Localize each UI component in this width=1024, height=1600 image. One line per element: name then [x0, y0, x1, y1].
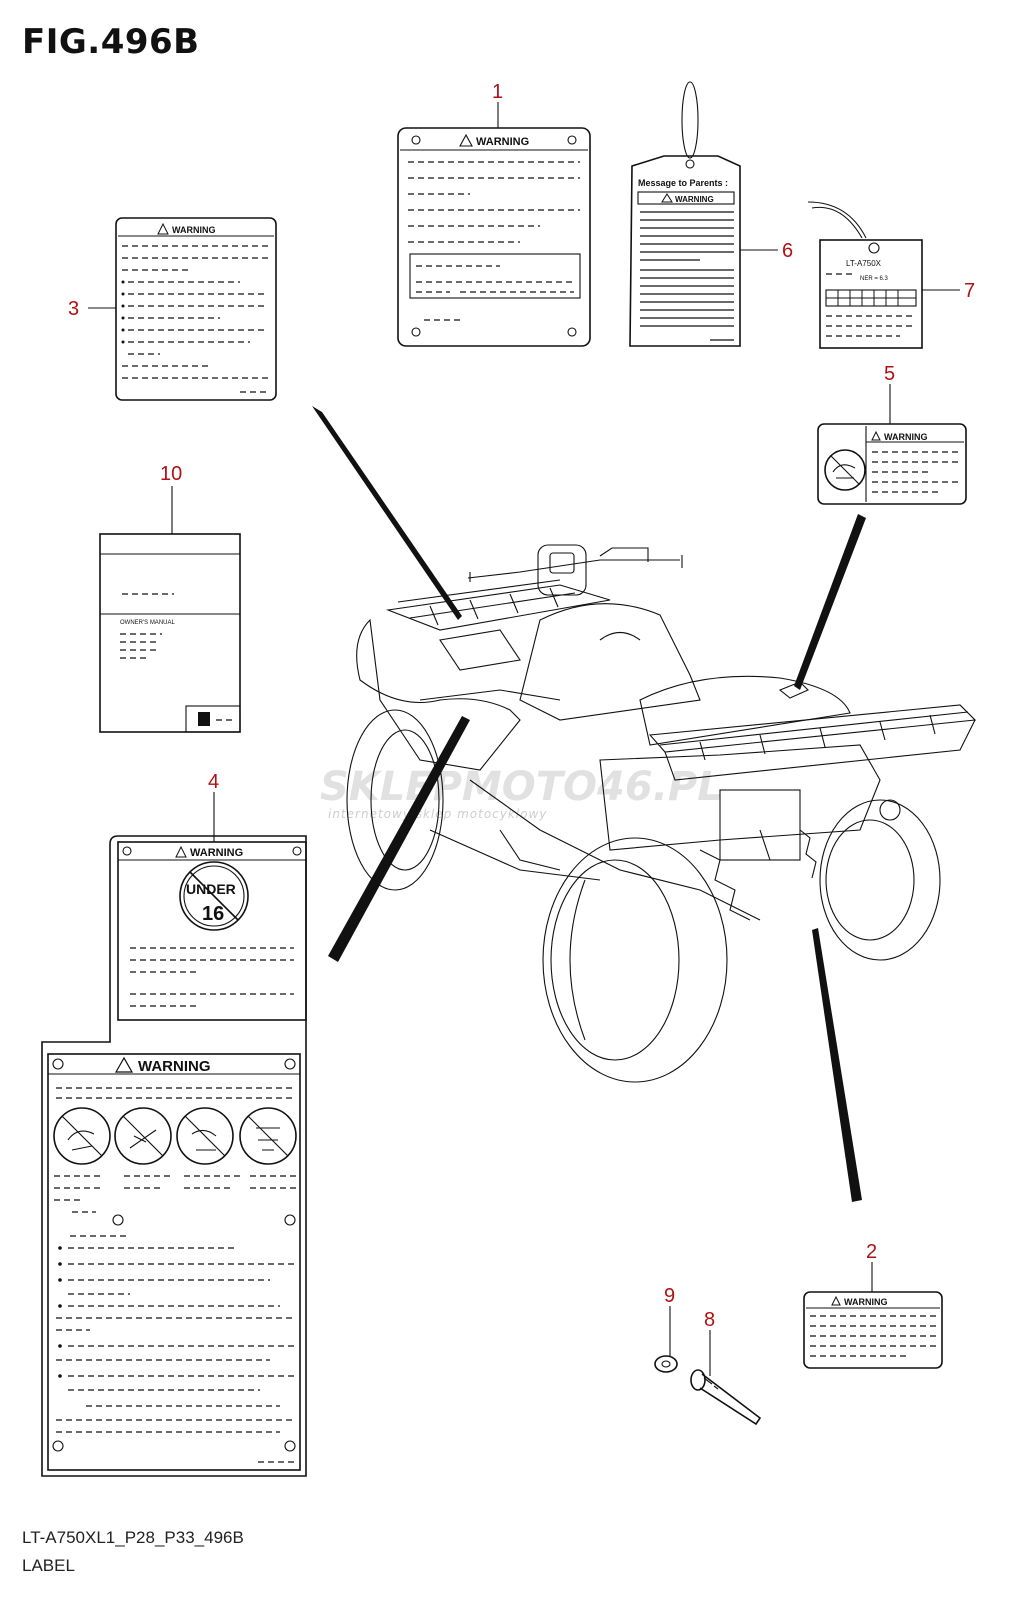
callout-8: 8	[704, 1309, 715, 1331]
callout-1: 1	[492, 81, 503, 103]
label-4-warning: WARNING UNDER 16 WARNING	[41, 835, 307, 1477]
label-1-warning-text: WARNING	[476, 136, 529, 148]
label-2-warning: WARNING	[803, 1291, 943, 1369]
figure-code: LT-A750XL1_P28_P33_496B	[22, 1528, 244, 1547]
callout-5: 5	[884, 363, 895, 385]
label-3-warning: WARNING	[115, 217, 277, 401]
label-10-owners-manual: OWNER'S MANUAL	[99, 533, 241, 733]
label-4b-warning-text: WARNING	[138, 1058, 211, 1075]
label-7-sub: NER = 6.3	[860, 276, 889, 282]
label-4-age: 16	[202, 903, 224, 925]
watermark-tagline: internetowy sklep motocyklowy	[328, 807, 547, 821]
label-6-parents-tag: Message to Parents : WARNING	[629, 81, 741, 347]
label-4-warning-text: WARNING	[190, 847, 243, 859]
callout-6: 6	[782, 240, 793, 262]
label-1-warning: WARNING	[397, 127, 591, 347]
pointer-bars	[312, 406, 866, 1202]
label-3-warning-text: WARNING	[172, 225, 216, 235]
label-6-title: Message to Parents :	[638, 178, 728, 188]
label-4-pictograms	[53, 1107, 297, 1165]
callout-9: 9	[664, 1285, 675, 1307]
label-10-title: OWNER'S MANUAL	[120, 620, 175, 626]
label-5-warning: WARNING	[817, 423, 967, 505]
label-2-warning-text: WARNING	[844, 1297, 888, 1307]
label-7-model-tag: LT-A750X NER = 6.3	[807, 201, 923, 349]
label-5-warning-text: WARNING	[884, 432, 928, 442]
callout-3: 3	[68, 298, 79, 320]
part-9-washer	[654, 1355, 678, 1373]
label-6-warning-text: WARNING	[675, 195, 714, 204]
figure-title: FIG.496B	[22, 22, 200, 62]
callout-4: 4	[208, 771, 219, 793]
callout-10: 10	[160, 463, 182, 485]
watermark-brand: SKLEPMOTO46.PL	[320, 764, 723, 810]
watermark: SKLEPMOTO46.PL internetowy sklep motocyk…	[320, 764, 723, 821]
callouts: 1 2 3 4 5 6 7 8 9 10	[68, 81, 975, 1376]
callout-7: 7	[964, 280, 975, 302]
label-7-model: LT-A750X	[846, 259, 882, 268]
atv-illustration	[346, 544, 977, 1083]
part-8-rivet	[690, 1369, 762, 1426]
figure-group-label: LABEL	[22, 1556, 75, 1575]
label-4-under: UNDER	[186, 881, 236, 897]
callout-2: 2	[866, 1241, 877, 1263]
